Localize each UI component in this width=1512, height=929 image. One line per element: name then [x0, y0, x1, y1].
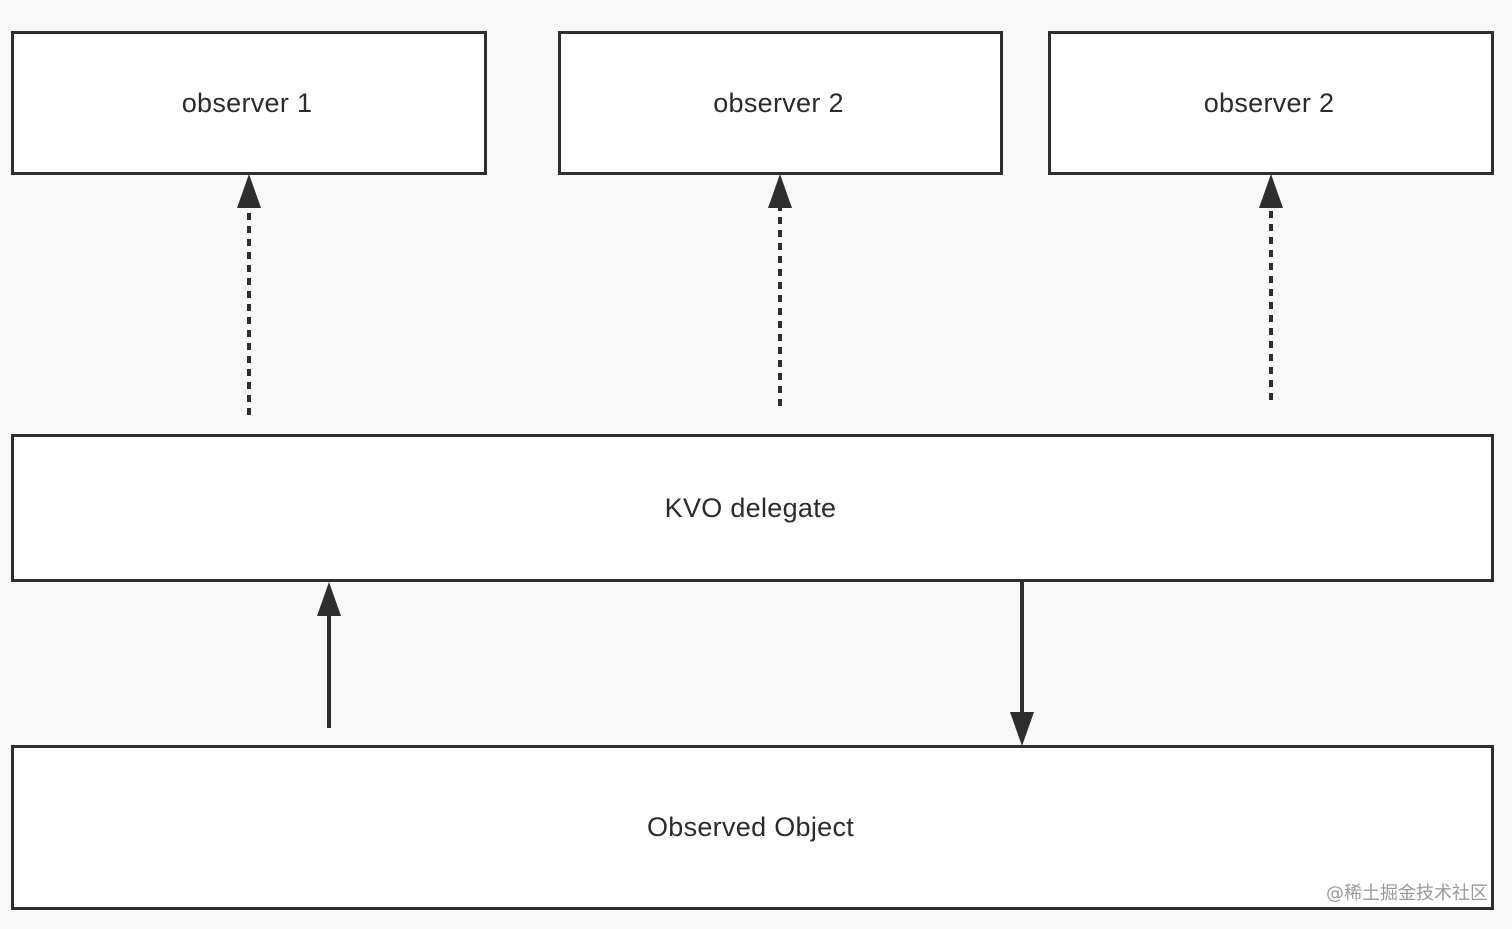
observer-2-box: observer 2 — [558, 31, 1003, 175]
kvo-delegate-label: KVO delegate — [664, 492, 837, 523]
observer-3-box: observer 2 — [1048, 31, 1494, 175]
arrowhead-icon — [1010, 712, 1034, 746]
observer-1-box: observer 1 — [11, 31, 487, 175]
edge-kvo-to-object — [1010, 582, 1034, 746]
arrowhead-icon — [1259, 174, 1283, 208]
edge-object-to-kvo — [317, 582, 341, 728]
watermark: @稀土掘金技术社区 — [1326, 883, 1488, 904]
arrowhead-icon — [237, 174, 261, 208]
edge-kvo-to-observer-3 — [1259, 174, 1283, 400]
observed-object-label: Observed Object — [646, 812, 855, 842]
observer-2-label: observer 2 — [713, 87, 844, 118]
arrowhead-icon — [768, 174, 792, 208]
observer-3-label: observer 2 — [1203, 87, 1335, 118]
kvo-delegate-box: KVO delegate — [11, 434, 1494, 582]
observer-1-label: observer 1 — [181, 87, 313, 118]
arrowhead-icon — [317, 582, 341, 616]
observed-object-box: Observed Object — [11, 745, 1494, 910]
edge-kvo-to-observer-1 — [237, 174, 261, 415]
edge-kvo-to-observer-2 — [768, 174, 792, 406]
